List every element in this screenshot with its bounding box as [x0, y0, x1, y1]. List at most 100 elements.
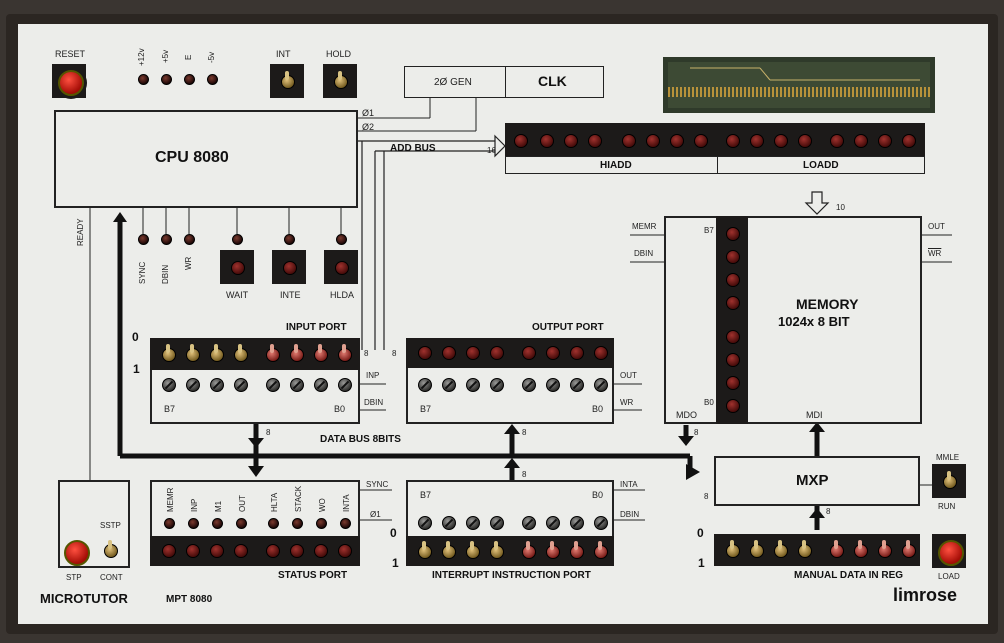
input-bit-toggle[interactable] [234, 344, 248, 364]
status-led [314, 544, 328, 558]
interrupt-terminal[interactable] [570, 516, 584, 530]
interrupt-bit-toggle[interactable] [466, 541, 480, 561]
addr-led [564, 134, 578, 148]
status-indicator [164, 518, 175, 529]
input-bit-toggle[interactable] [186, 344, 200, 364]
output-terminal[interactable] [570, 378, 584, 392]
interrupt-terminal[interactable] [442, 516, 456, 530]
ir-dbin-label: DBIN [620, 510, 640, 519]
addr-led [540, 134, 554, 148]
addr-led [670, 134, 684, 148]
output-terminal[interactable] [418, 378, 432, 392]
manual-bit-toggle[interactable] [830, 540, 844, 560]
interrupt-bit-toggle[interactable] [522, 541, 536, 561]
status-indicator [268, 518, 279, 529]
int-toggle-switch[interactable] [281, 71, 295, 91]
op-width-label: 8 [392, 349, 397, 358]
ready-label: READY [76, 218, 85, 246]
output-led [546, 346, 560, 360]
status-led [234, 544, 248, 558]
interrupt-terminal[interactable] [418, 516, 432, 530]
input-bit-toggle[interactable] [210, 344, 224, 364]
output-terminal[interactable] [466, 378, 480, 392]
mem-b7-label: B7 [704, 226, 714, 235]
hold-toggle-switch[interactable] [334, 71, 348, 91]
interrupt-port-title: INTERRUPT INSTRUCTION PORT [432, 570, 591, 581]
load-button[interactable] [938, 540, 964, 566]
output-terminal[interactable] [522, 378, 536, 392]
interrupt-terminal[interactable] [466, 516, 480, 530]
manual-bit-toggle[interactable] [774, 540, 788, 560]
addr-led [854, 134, 868, 148]
interrupt-bit-toggle[interactable] [418, 541, 432, 561]
interrupt-bit-toggle[interactable] [570, 541, 584, 561]
mmle-run-toggle[interactable] [943, 471, 957, 491]
input-bit-toggle[interactable] [266, 344, 280, 364]
manual-bit-toggle[interactable] [726, 540, 740, 560]
output-terminal[interactable] [594, 378, 608, 392]
input-terminal[interactable] [186, 378, 200, 392]
input-terminal[interactable] [338, 378, 352, 392]
interrupt-bit-toggle[interactable] [546, 541, 560, 561]
input-bit-toggle[interactable] [314, 344, 328, 364]
interrupt-bit-toggle[interactable] [594, 541, 608, 561]
addr-led [622, 134, 636, 148]
mxp-block [714, 456, 920, 506]
status-signal-label: OUT [238, 495, 247, 512]
output-led [490, 346, 504, 360]
interrupt-bit-toggle[interactable] [490, 541, 504, 561]
output-terminal[interactable] [442, 378, 456, 392]
input-bit-toggle[interactable] [290, 344, 304, 364]
mem-led [726, 250, 740, 264]
loadd-label: LOADD [803, 160, 839, 171]
manual-bit-toggle[interactable] [878, 540, 892, 560]
inte-led [283, 261, 297, 275]
st-sync-label: SYNC [366, 480, 389, 489]
input-terminal[interactable] [234, 378, 248, 392]
interrupt-terminal[interactable] [522, 516, 536, 530]
interrupt-terminal[interactable] [490, 516, 504, 530]
output-led [418, 346, 432, 360]
inte-label: INTE [280, 290, 301, 300]
output-terminal[interactable] [490, 378, 504, 392]
input-terminal[interactable] [314, 378, 328, 392]
input-bit-toggle[interactable] [162, 344, 176, 364]
manual-bit-toggle[interactable] [854, 540, 868, 560]
databus-width-label: 8 [266, 428, 271, 437]
interrupt-terminal[interactable] [594, 516, 608, 530]
status-signal-label: M1 [214, 500, 223, 512]
cpu-block [54, 110, 358, 208]
wait-label: WAIT [226, 290, 249, 300]
addr-width-label: 10 [836, 203, 845, 212]
cont-toggle[interactable] [104, 540, 118, 560]
input-terminal[interactable] [266, 378, 280, 392]
reset-button[interactable] [58, 70, 84, 96]
mem-led [726, 227, 740, 241]
hold-label: HOLD [326, 49, 352, 59]
input-bit-toggle[interactable] [338, 344, 352, 364]
input-terminal[interactable] [210, 378, 224, 392]
status-led [162, 544, 176, 558]
status-signal-label: WO [318, 498, 327, 512]
manual-bit-toggle[interactable] [798, 540, 812, 560]
status-led [338, 544, 352, 558]
clk-label: CLK [538, 73, 567, 89]
stp-button[interactable] [64, 540, 90, 566]
manual-bit-toggle[interactable] [750, 540, 764, 560]
input-zero-label: 0 [132, 330, 139, 344]
microtutor-title: MICROTUTOR [40, 591, 128, 606]
output-terminal[interactable] [546, 378, 560, 392]
manual-bit-toggle[interactable] [902, 540, 916, 560]
inte-led-top [284, 234, 295, 245]
interrupt-bit-toggle[interactable] [442, 541, 456, 561]
status-led [290, 544, 304, 558]
status-indicator [316, 518, 327, 529]
output-port-title: OUTPUT PORT [532, 322, 604, 333]
stp-label: STP [66, 573, 82, 582]
v5p-label: +5v [161, 49, 170, 63]
interrupt-terminal[interactable] [546, 516, 560, 530]
input-terminal[interactable] [290, 378, 304, 392]
input-terminal[interactable] [162, 378, 176, 392]
status-signal-label: MEMR [166, 487, 175, 512]
